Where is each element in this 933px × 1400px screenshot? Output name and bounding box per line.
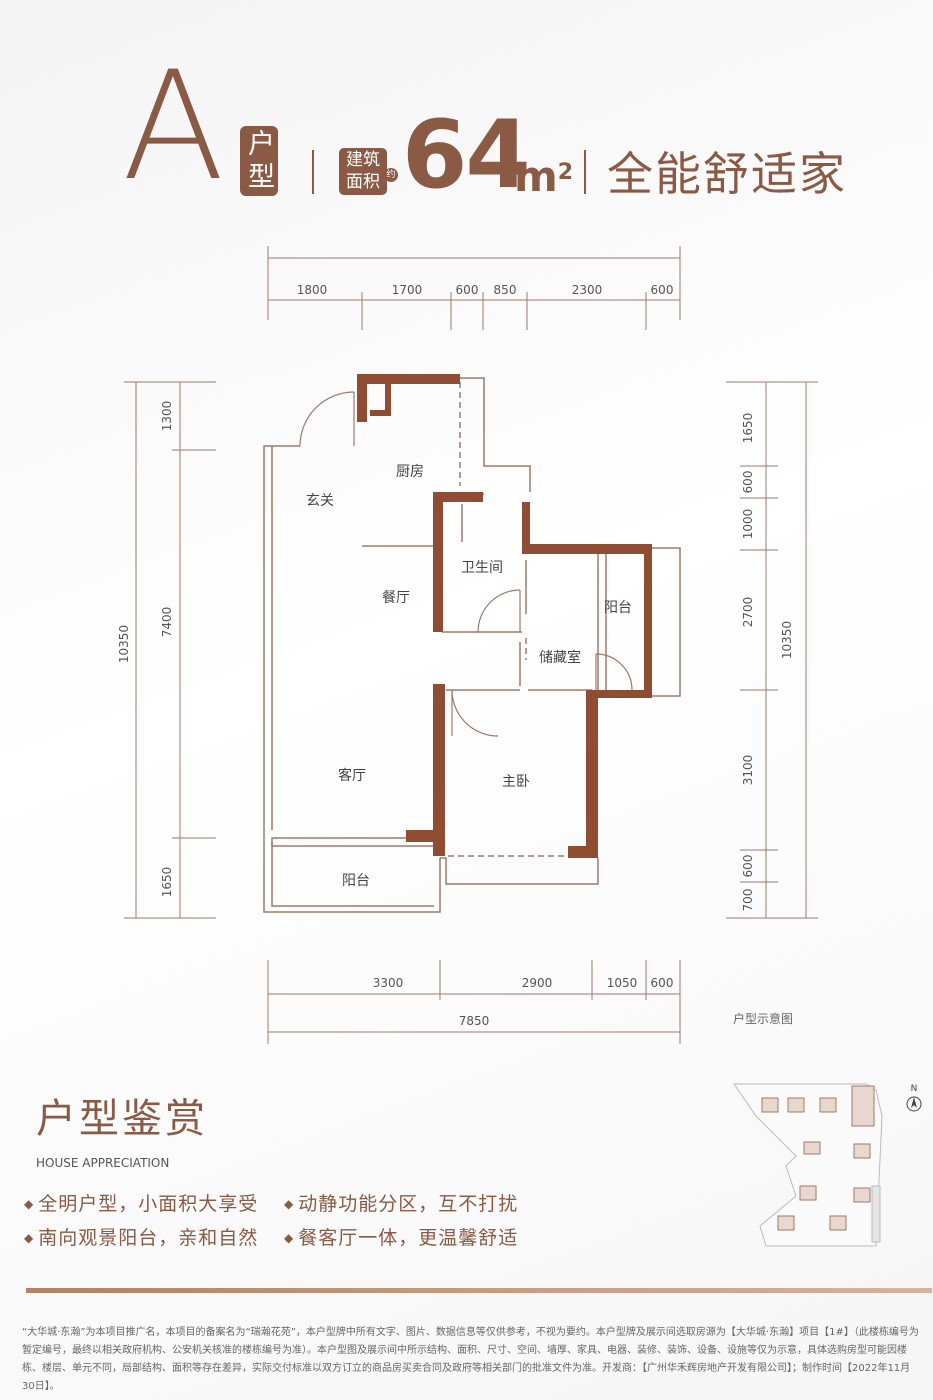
dim-right-6: 600 (741, 855, 755, 878)
dim-right-2: 600 (741, 471, 755, 494)
dim-bottom-2: 2900 (522, 976, 553, 990)
area-label-badge: 建筑 面积 (339, 148, 387, 195)
area-unit: m2 (514, 154, 573, 200)
header-divider (312, 150, 314, 194)
unit-letter: A (122, 40, 225, 214)
dim-bottom-3: 1050 (607, 976, 638, 990)
feature-text: 餐客厅一体，更温馨舒适 (298, 1227, 519, 1249)
dim-bottom-total: 7850 (459, 1014, 490, 1028)
north-label: N (911, 1084, 918, 1094)
building-blocks (761, 1085, 875, 1231)
feature-text: 南向观景阳台，亲和自然 (38, 1227, 259, 1249)
dim-right-total: 10350 (780, 621, 794, 659)
dim-top-2: 1700 (392, 283, 423, 297)
area-value: 64 (402, 101, 531, 210)
feature-item: ◆全明户型，小面积大享受 (24, 1192, 258, 1218)
dim-right-3: 1000 (741, 509, 755, 540)
dimension-lines (124, 246, 818, 1044)
disclaimer: “大华城·东瀚”为本项目推广名，本项目的备案名为“瑞瀚花苑”，本户型牌中所有文字… (22, 1327, 919, 1392)
bullet-icon: ◆ (24, 1197, 35, 1211)
dim-left-1: 1300 (160, 401, 174, 432)
dim-top-1: 1800 (297, 283, 328, 297)
type-label-badge: 户型 (240, 126, 278, 196)
minimap-label: 户型示意图 (733, 1012, 794, 1026)
header-divider-2 (584, 150, 586, 194)
dim-left-3: 1650 (160, 867, 174, 898)
slogan: 全能舒适家 (607, 147, 847, 201)
room-balcony-east: 阳台 (604, 600, 632, 616)
dim-right-4: 2700 (741, 597, 755, 628)
dim-right-1: 1650 (741, 413, 755, 444)
feature-item: ◆动静功能分区，互不打扰 (284, 1192, 518, 1218)
dim-bottom-1: 3300 (373, 976, 404, 990)
dim-top-4: 850 (494, 283, 517, 297)
area-label-line2: 面积 (346, 172, 380, 192)
room-dining: 餐厅 (382, 590, 410, 606)
dim-top-6: 600 (651, 283, 674, 297)
dim-left-2: 7400 (160, 607, 174, 638)
feature-text: 全明户型，小面积大享受 (38, 1193, 259, 1215)
dim-right-7: 700 (741, 889, 755, 912)
bullet-icon: ◆ (24, 1231, 35, 1245)
bullet-icon: ◆ (284, 1231, 295, 1245)
room-entry: 玄关 (306, 492, 334, 509)
feature-text: 动静功能分区，互不打扰 (298, 1193, 519, 1215)
dim-top-5: 2300 (572, 283, 603, 297)
footer-rule (26, 1288, 932, 1293)
room-storage: 储藏室 (539, 649, 581, 666)
dim-top-3: 600 (456, 283, 479, 297)
section-subtitle: HOUSE APPRECIATION (36, 1156, 170, 1170)
site-minimap: N (733, 1083, 922, 1247)
room-kitchen: 厨房 (396, 464, 424, 480)
room-balcony-south: 阳台 (342, 873, 370, 889)
bullet-icon: ◆ (284, 1197, 295, 1211)
area-unit-base: m (514, 152, 558, 201)
feature-item: ◆南向观景阳台，亲和自然 (24, 1226, 258, 1252)
room-living: 客厅 (338, 767, 366, 784)
dim-right-5: 3100 (741, 755, 755, 786)
area-unit-exponent: 2 (557, 160, 574, 185)
door-swings (299, 391, 633, 737)
approx-badge: 约 (384, 168, 398, 182)
dimension-labels: 1800 1700 600 850 2300 600 3300 2900 105… (117, 283, 794, 1028)
floor-plan: 1800 1700 600 850 2300 600 3300 2900 105… (117, 246, 818, 1044)
area-label-line1: 建筑 (346, 150, 380, 170)
thick-walls (357, 374, 652, 858)
section-title: 户型鉴赏 (36, 1096, 208, 1142)
dim-bottom-4: 600 (651, 976, 674, 990)
thin-walls (263, 377, 681, 913)
feature-item: ◆餐客厅一体，更温馨舒适 (284, 1226, 518, 1252)
dim-left-total: 10350 (117, 625, 131, 663)
room-labels: 玄关 厨房 卫生间 餐厅 阳台 储藏室 客厅 主卧 阳台 (306, 464, 632, 889)
room-bathroom: 卫生间 (461, 560, 503, 576)
room-master-bedroom: 主卧 (502, 774, 530, 790)
